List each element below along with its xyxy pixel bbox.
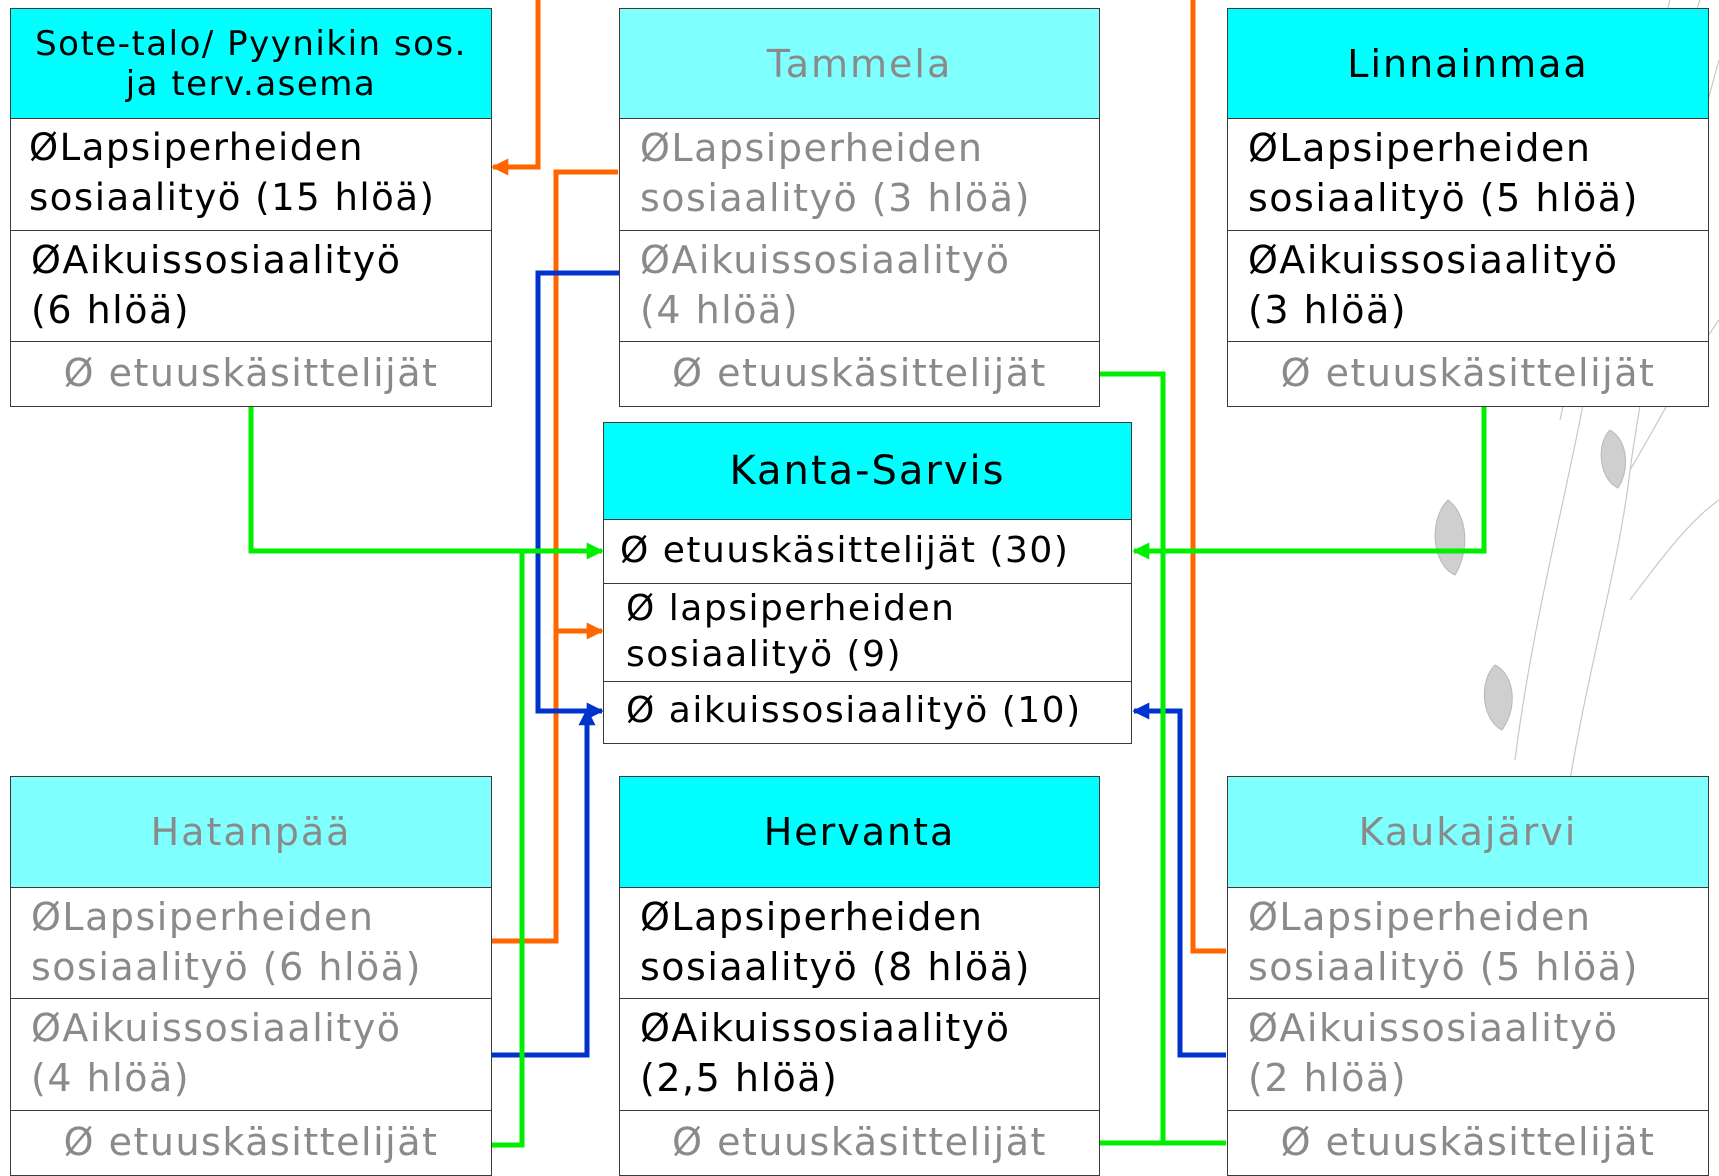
orange-connector-kaukajarvi bbox=[1190, 0, 1226, 954]
kanta-lapsiperheiden-sosiaalityo: Ø lapsiperheiden sosiaalityö (9) bbox=[604, 584, 1131, 682]
lapsiperheiden-sosiaalityo: ØLapsiperheiden sosiaalityö (15 hlöä) bbox=[11, 119, 491, 231]
lapsiperheiden-sosiaalityo: ØLapsiperheiden sosiaalityö (8 hlöä) bbox=[620, 888, 1099, 1000]
lapsiperheiden-sosiaalityo: ØLapsiperheiden sosiaalityö (5 hlöä) bbox=[1228, 119, 1708, 231]
kanta-etuuskasittelijat: Ø etuuskäsittelijät (30) bbox=[604, 520, 1131, 584]
aikuissosiaalityo: ØAikuissosiaalityö (4 hlöä) bbox=[620, 231, 1099, 343]
aikuissosiaalityo: ØAikuissosiaalityö (3 hlöä) bbox=[1228, 231, 1708, 343]
lapsiperheiden-sosiaalityo: ØLapsiperheiden sosiaalityö (3 hlöä) bbox=[620, 119, 1099, 231]
orange-connector-hatanpaa-tammela bbox=[490, 169, 618, 944]
unit-sote-talo: Sote-talo/ Pyynikin sos. ja terv.asema Ø… bbox=[10, 8, 492, 407]
etuuskasittelijat: Ø etuuskäsittelijät bbox=[672, 1120, 1047, 1165]
unit-tammela: Tammela ØLapsiperheiden sosiaalityö (3 h… bbox=[619, 8, 1100, 407]
unit-title: Hervanta bbox=[620, 777, 1099, 888]
aikuissosiaalityo: ØAikuissosiaalityö (2,5 hlöä) bbox=[620, 999, 1099, 1112]
unit-title: Sote-talo/ Pyynikin sos. ja terv.asema bbox=[11, 9, 491, 120]
unit-kaukajarvi: Kaukajärvi ØLapsiperheiden sosiaalityö (… bbox=[1227, 776, 1709, 1176]
lapsiperheiden-sosiaalityo: ØLapsiperheiden sosiaalityö (6 hlöä) bbox=[11, 888, 491, 1000]
blue-connector-kaukajarvi-to-kanta bbox=[1132, 702, 1226, 1058]
green-connector-linnainmaa-to-kanta bbox=[1132, 406, 1487, 560]
orange-connector-from-top bbox=[491, 0, 541, 176]
unit-kanta-sarvis: Kanta-Sarvis Ø etuuskäsittelijät (30) Ø … bbox=[603, 422, 1132, 744]
unit-title: Tammela bbox=[620, 9, 1099, 120]
unit-linnainmaa: Linnainmaa ØLapsiperheiden sosiaalityö (… bbox=[1227, 8, 1709, 407]
unit-title: Hatanpää bbox=[11, 777, 491, 888]
unit-hatanpaa: Hatanpää ØLapsiperheiden sosiaalityö (6 … bbox=[10, 776, 492, 1176]
green-connector-hatanpaa bbox=[492, 551, 525, 1148]
unit-title: Linnainmaa bbox=[1228, 9, 1708, 120]
etuuskasittelijat: Ø etuuskäsittelijät bbox=[1280, 351, 1656, 396]
aikuissosiaalityo: ØAikuissosiaalityö (2 hlöä) bbox=[1228, 999, 1708, 1112]
unit-hervanta: Hervanta ØLapsiperheiden sosiaalityö (8 … bbox=[619, 776, 1100, 1176]
unit-title: Kaukajärvi bbox=[1228, 777, 1708, 888]
blue-connector-hatanpaa-to-kanta bbox=[492, 708, 596, 1058]
kanta-aikuissosiaalityo: Ø aikuissosiaalityö (10) bbox=[626, 690, 1082, 731]
etuuskasittelijat: Ø etuuskäsittelijät bbox=[63, 351, 439, 396]
etuuskasittelijat: Ø etuuskäsittelijät bbox=[1280, 1120, 1656, 1165]
unit-title: Kanta-Sarvis bbox=[604, 423, 1131, 520]
etuuskasittelijat: Ø etuuskäsittelijät bbox=[672, 351, 1047, 396]
lapsiperheiden-sosiaalityo: ØLapsiperheiden sosiaalityö (5 hlöä) bbox=[1228, 888, 1708, 1000]
aikuissosiaalityo: ØAikuissosiaalityö (4 hlöä) bbox=[11, 999, 491, 1112]
aikuissosiaalityo: ØAikuissosiaalityö (6 hlöä) bbox=[11, 231, 491, 343]
etuuskasittelijat: Ø etuuskäsittelijät bbox=[63, 1120, 439, 1165]
green-connector-sote-to-kanta bbox=[248, 406, 604, 560]
